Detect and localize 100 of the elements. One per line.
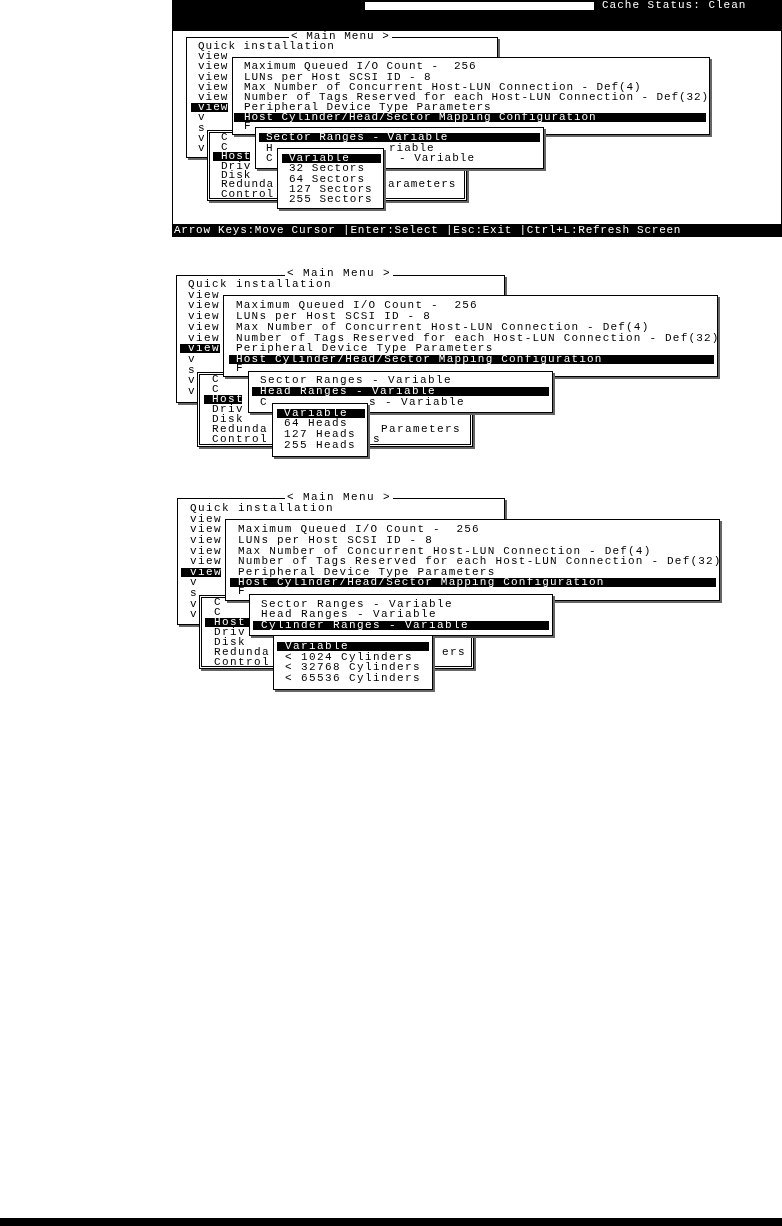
- menu-item: Driv: [214, 626, 246, 638]
- selected-menu-item: Variable: [282, 153, 381, 163]
- menu-item: Peripheral Device Type Parameters: [244, 102, 492, 113]
- menu-item: 127 Sectors: [289, 183, 373, 194]
- menu-item: view: [190, 524, 222, 535]
- menu-item: F: [238, 585, 246, 597]
- menu-item: C: [221, 132, 229, 143]
- menu-item: Redunda: [221, 179, 275, 190]
- menu-item: Control: [212, 434, 268, 445]
- menu-item: C: [214, 606, 222, 618]
- menu-item: Control: [214, 656, 270, 668]
- menu-item: Control: [221, 188, 275, 199]
- menu-item: Redunda: [212, 424, 268, 435]
- menu-item: v: [188, 375, 196, 387]
- menu-item: LUNs per Host SCSI ID - 8: [236, 311, 432, 322]
- menu-item: Sector Ranges - Variable: [261, 598, 454, 610]
- menu-window: [272, 403, 368, 457]
- menu-item: Disk: [221, 170, 252, 181]
- menu-item: < 65536 Cylinders: [285, 672, 422, 684]
- selected-menu-item: Host: [205, 617, 250, 627]
- menu-window: [273, 635, 433, 690]
- menu-item: F: [244, 120, 252, 132]
- menu-item: 32 Sectors: [289, 163, 365, 174]
- menu-item: v: [198, 132, 206, 143]
- menu-item: Maximum Queued I/O Count - 256: [244, 61, 477, 72]
- menu-item: v: [190, 577, 198, 588]
- menu-item: Quick installation: [190, 503, 335, 514]
- menu-item: Number of Tags Reserved for each Host-LUN Connection - Def(32): [238, 556, 722, 567]
- menu-item: Sector Ranges - Variable: [260, 375, 453, 387]
- selected-menu-item: Head Ranges - Variable: [252, 387, 549, 397]
- selected-menu-item: Cylinder Ranges - Variable: [253, 620, 549, 630]
- selected-menu-item: view: [191, 102, 228, 112]
- menu-item: view: [198, 51, 229, 62]
- menu-item: v: [190, 609, 198, 620]
- selected-menu-item: Host: [204, 394, 242, 404]
- menu-item: - Variable: [399, 153, 475, 164]
- menu-item: Number of Tags Reserved for each Host-LUN Connection - Def(32): [236, 332, 720, 344]
- menu-item: v: [190, 598, 198, 610]
- menu-item: view: [198, 91, 229, 103]
- menu-item: s: [190, 587, 198, 599]
- menu-title: < Main Menu >: [289, 30, 392, 41]
- selected-menu-item: Host Cylinder/Head/Sector Mapping Configuration: [234, 112, 706, 122]
- menu-item: Max Number of Concurrent Host-LUN Connection - Def(4): [244, 81, 642, 92]
- menu-item: C: [260, 396, 268, 408]
- menu-item: Number of Tags Reserved for each Host-LUN Connection - Def(32): [244, 91, 710, 103]
- menu-item: view: [190, 534, 222, 546]
- menu-window: [249, 594, 553, 636]
- selected-menu-item: Variable: [277, 641, 429, 651]
- menu-item: s: [188, 364, 196, 376]
- menu-item: 255 Sectors: [289, 193, 373, 205]
- menu-item: Max Number of Concurrent Host-LUN Connection - Def(4): [236, 321, 650, 333]
- menu-item: view: [198, 81, 229, 92]
- menu-item: Parameters: [381, 424, 461, 435]
- terminal-screen: [172, 0, 782, 237]
- menu-item: Head Ranges - Variable: [261, 609, 438, 620]
- menu-item: C: [212, 383, 220, 395]
- menu-title: < Main Menu >: [285, 268, 393, 279]
- menu-item: LUNs per Host SCSI ID - 8: [238, 534, 434, 546]
- menu-window: [225, 519, 720, 601]
- menu-item: riable: [389, 142, 435, 154]
- menu-window: [232, 57, 710, 135]
- menu-item: 127 Heads: [284, 429, 356, 440]
- menu-item: s: [198, 122, 206, 133]
- menu-item: Disk: [212, 414, 244, 425]
- menu-item: view: [188, 332, 220, 344]
- menu-item: arameters: [388, 179, 457, 190]
- menu-item: view: [198, 71, 229, 82]
- selected-menu-item: Host Cylinder/Head/Sector Mapping Configuration: [229, 354, 714, 364]
- menu-item: Max Number of Concurrent Host-LUN Connection - Def(4): [238, 545, 652, 557]
- menu-item: C: [221, 141, 229, 152]
- menu-item: 64 Heads: [284, 418, 348, 430]
- menu-item: C: [266, 153, 274, 164]
- menu-item: view: [190, 545, 222, 557]
- menu-item: Peripheral Device Type Parameters: [236, 343, 494, 354]
- selected-menu-item: Sector Ranges - Variable: [259, 133, 540, 143]
- menu-item: view: [188, 289, 220, 301]
- selected-menu-item: Variable: [277, 408, 365, 418]
- menu-item: view: [190, 556, 222, 567]
- selected-menu-item: Host Cylinder/Head/Sector Mapping Configuration: [230, 578, 716, 588]
- selected-menu-item: view: [181, 567, 221, 577]
- menu-item: v: [188, 354, 196, 365]
- menu-item: v: [198, 112, 206, 123]
- menu-item: C: [214, 596, 222, 608]
- menu-item: 64 Sectors: [289, 173, 365, 184]
- menu-item: C: [212, 373, 220, 385]
- menu-item: view: [188, 321, 220, 333]
- menu-item: Maximum Queued I/O Count - 256: [236, 300, 478, 312]
- menu-item: view: [188, 311, 220, 322]
- menu-item: s - Variable: [369, 396, 465, 408]
- menu-item: LUNs per Host SCSI ID - 8: [244, 71, 432, 82]
- menu-item: v: [188, 386, 196, 397]
- menu-item: view: [190, 513, 222, 525]
- status-text: Cache Status: Clean: [602, 0, 747, 11]
- menu-item: s: [373, 434, 381, 445]
- menu-item: view: [198, 61, 229, 72]
- menu-window: [223, 295, 718, 377]
- menu-item: Driv: [221, 160, 252, 171]
- menu-item: < 1024 Cylinders: [285, 651, 414, 663]
- menu-item: Redunda: [214, 646, 270, 658]
- menu-item: Maximum Queued I/O Count - 256: [238, 524, 480, 535]
